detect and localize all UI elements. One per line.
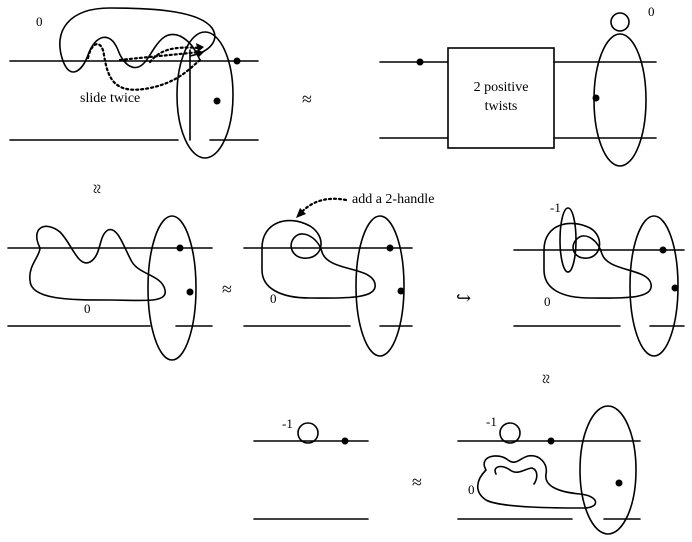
dot-marker xyxy=(592,94,600,102)
panel-top-left: 0 slide twice xyxy=(9,7,259,159)
dot-marker xyxy=(233,57,241,65)
approx-symbol: ≈ xyxy=(222,279,232,299)
dot-marker xyxy=(186,288,194,296)
slide-twice-caption: slide twice xyxy=(80,91,140,106)
twist-box xyxy=(447,47,555,149)
box-text-line2: twists xyxy=(485,99,518,114)
framing-label: -1 xyxy=(550,200,561,215)
dot-marker xyxy=(176,244,184,252)
panel-middle-left: 0 xyxy=(7,215,213,361)
panel-top-right: 2 positive twists 0 xyxy=(379,4,657,167)
framing-label: 0 xyxy=(468,482,475,497)
framing-label: 0 xyxy=(544,294,551,309)
panel-bottom-left: -1 xyxy=(253,416,369,520)
dot-marker xyxy=(547,437,555,445)
approx-symbol-rotated: ≈ xyxy=(87,184,107,194)
dot-marker xyxy=(615,479,623,487)
dot-marker xyxy=(386,244,394,252)
approx-symbol-rotated: ≈ xyxy=(536,374,556,384)
panel-bottom-right: -1 0 xyxy=(457,405,641,535)
box-text-line1: 2 positive xyxy=(474,80,529,95)
hook-arrow-symbol: ↪ xyxy=(456,288,471,308)
framing-label: 0 xyxy=(36,14,43,29)
add-2-handle-caption: add a 2-handle xyxy=(352,192,434,207)
framing-label: -1 xyxy=(486,414,497,429)
dot-marker xyxy=(416,58,424,66)
dot-marker xyxy=(671,284,679,292)
framing-label: 0 xyxy=(270,291,277,306)
panel-middle-right: -1 0 xyxy=(513,200,685,357)
framing-label: 0 xyxy=(648,4,655,19)
dot-marker xyxy=(659,246,667,254)
framing-label: -1 xyxy=(282,416,293,431)
dot-marker xyxy=(341,437,349,445)
dot-marker xyxy=(397,287,405,295)
framing-label: 0 xyxy=(84,301,91,316)
panel-middle-center: add a 2-handle 0 xyxy=(243,192,434,357)
approx-symbol: ≈ xyxy=(412,472,422,492)
approx-symbol: ≈ xyxy=(302,89,312,109)
dot-marker xyxy=(213,97,221,105)
